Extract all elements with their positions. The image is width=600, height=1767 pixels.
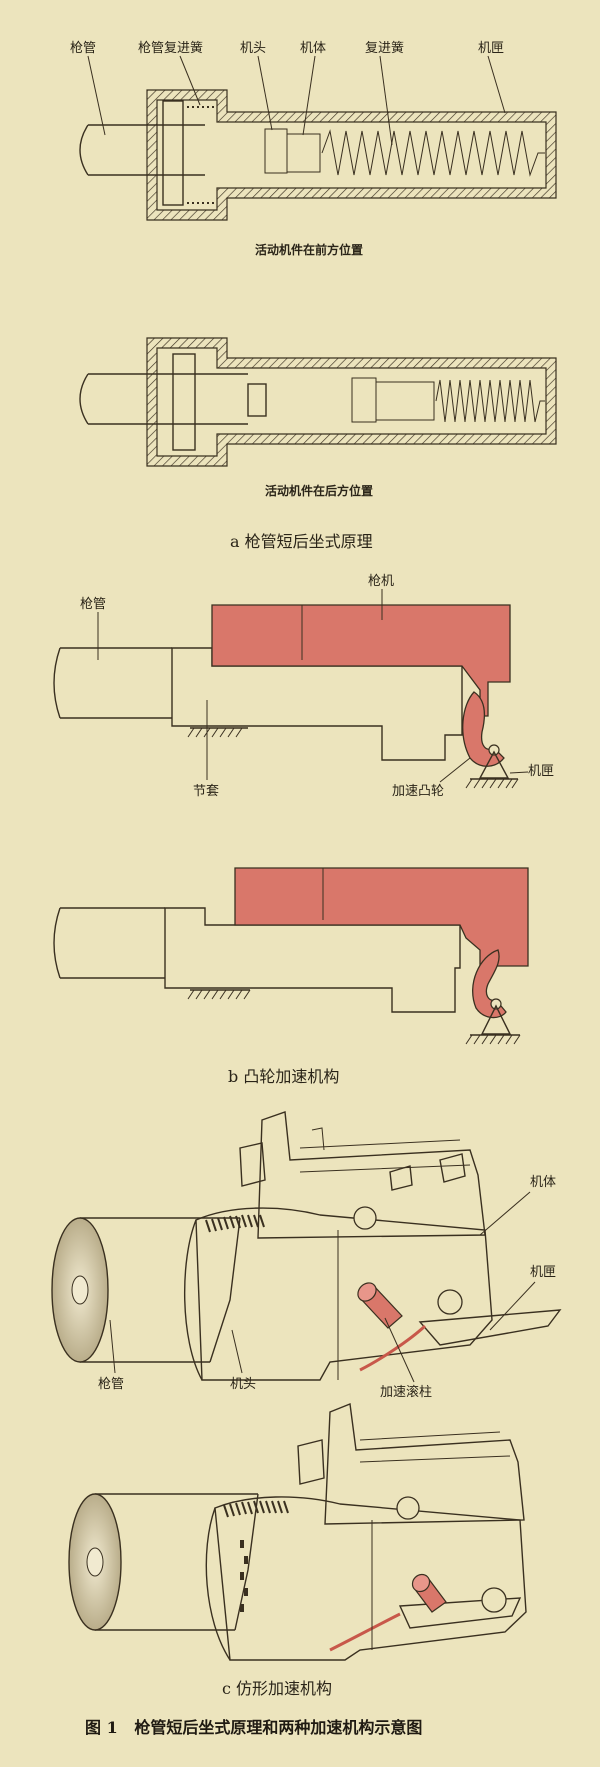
bolt-head-rear: [351, 377, 377, 423]
bolt-frame-blocks: [389, 1153, 466, 1191]
barrel-extension-rear: [172, 353, 196, 451]
pivot-support: [478, 750, 510, 779]
bolt-frame-top-c2: [324, 1403, 525, 1525]
cam-pivot: [488, 744, 500, 756]
receiver-plate-c: [418, 1309, 562, 1346]
barrel-c: [80, 1217, 241, 1363]
panel-c-top: 机体 机匣 枪管 机头 加速滚柱: [51, 1111, 562, 1400]
sleeve-ground-hatch: [187, 727, 243, 738]
recoil-spring-rear: [435, 379, 545, 423]
label-receiver: 机匣: [478, 41, 504, 56]
bolt-body: [286, 133, 321, 173]
receiver-plate-c2: [398, 1597, 522, 1629]
bolt-head: [264, 128, 288, 174]
bolt-frame-lug: [239, 1142, 266, 1187]
panel-a-front: 枪管 枪管复进簧 机头 机体 复进簧 机匣 活动机件在前方位置: [70, 40, 557, 257]
caption-rear-position: 活动机件在后方位置: [265, 483, 373, 498]
bolt-body-c: [195, 1207, 493, 1381]
label-bolt-head-c: 机头: [230, 1377, 256, 1392]
accelerating-cam: [462, 691, 505, 767]
label-roller-c: 加速滚柱: [380, 1384, 432, 1400]
leader-barrel: [87, 55, 106, 136]
leader-recoil-spring: [379, 55, 393, 146]
bolt-frame-top: [257, 1111, 486, 1239]
barrel-b: [53, 647, 172, 719]
accelerating-roller-c: [357, 1282, 403, 1329]
barrel: [79, 124, 205, 176]
leader-bolt-head: [257, 55, 273, 131]
bolt-head-c2: [205, 1507, 231, 1661]
support-ground-hatch: [465, 778, 519, 789]
receiver-casing-rear: [146, 337, 557, 467]
leader-barrel-c: [109, 1319, 116, 1374]
bolt-frame-lug-c2: [297, 1439, 325, 1485]
bolt-head-c: [183, 1219, 203, 1381]
accelerating-roller-c2: [411, 1573, 447, 1613]
label-bolt-b: 枪机: [368, 573, 394, 589]
subtitle-a: a 枪管短后坐式原理: [230, 532, 373, 551]
label-bolt-head: 机头: [240, 41, 266, 56]
receiver-profile-c2: [329, 1612, 401, 1652]
leader-receiver: [487, 55, 506, 114]
panel-b-bottom: [53, 867, 529, 1045]
bolt-threads-c2: [223, 1500, 289, 1518]
label-sleeve: 节套: [193, 783, 219, 799]
bolt-body-c2: [214, 1496, 527, 1661]
support-ground-hatch-b2: [465, 1034, 521, 1045]
leader-roller-c: [384, 1317, 415, 1383]
bolt-body-rear: [375, 381, 435, 421]
receiver-casing: [146, 89, 557, 221]
label-bolt-body-c: 机体: [530, 1175, 556, 1190]
leader-bolt-body: [302, 55, 316, 136]
barrel-b2: [53, 907, 165, 979]
recoil-spring: [321, 129, 545, 177]
roller-right-c: [437, 1289, 463, 1315]
barrel-sleeve-b2: [164, 907, 461, 1013]
leader-receiver-c: [489, 1281, 536, 1331]
label-barrel-spring: 枪管复进簧: [138, 40, 203, 56]
subtitle-b: b 凸轮加速机构: [228, 1067, 339, 1086]
label-cam: 加速凸轮: [392, 784, 444, 799]
label-barrel: 枪管: [70, 40, 96, 56]
panel-a-rear: 活动机件在后方位置: [79, 337, 557, 498]
bolt-frame-rails: [299, 1127, 471, 1173]
panel-c-bottom: [68, 1403, 527, 1661]
leader-bolt-body-c: [479, 1191, 531, 1236]
barrel-bore-c2: [86, 1547, 104, 1577]
bolt-red: [211, 604, 511, 717]
leader-receiver-b: [509, 771, 529, 774]
label-receiver-c: 机匣: [530, 1265, 556, 1280]
bolt-slots-c2: [240, 1540, 248, 1612]
leader-barrel-spring: [179, 55, 201, 106]
label-barrel-c: 枪管: [98, 1376, 124, 1392]
barrel-rear: [79, 373, 248, 425]
barrel-extension: [162, 100, 184, 206]
bolt-frame-rails-c2: [359, 1431, 511, 1463]
pivot-support-b2: [480, 1004, 512, 1035]
label-barrel-b: 枪管: [80, 596, 106, 612]
barrel-bore-c: [71, 1275, 89, 1305]
sleeve-ground-hatch-b2: [187, 989, 251, 1000]
roller-right-c2: [481, 1587, 507, 1613]
bolt-threads-c: [205, 1214, 265, 1233]
receiver-profile-c: [359, 1324, 427, 1372]
label-recoil-spring: 复进簧: [365, 40, 404, 56]
barrel-c2: [95, 1493, 259, 1631]
leader-cam: [439, 757, 471, 783]
barrel-stub-rear: [247, 383, 267, 417]
figure-caption: 图 1 枪管短后坐式原理和两种加速机构示意图: [85, 1718, 422, 1737]
caption-front-position: 活动机件在前方位置: [255, 242, 363, 257]
cam-pivot-b2: [490, 998, 502, 1010]
label-receiver-b: 机匣: [528, 764, 554, 779]
roller-top-c: [353, 1206, 377, 1230]
leader-bolt-head-c: [231, 1329, 243, 1374]
subtitle-c: c 仿形加速机构: [222, 1679, 332, 1698]
label-bolt-body: 机体: [300, 41, 326, 56]
accelerating-cam-b2: [472, 949, 507, 1019]
roller-top-c2: [396, 1496, 420, 1520]
panel-b-top: 枪管 枪机 节套 加速凸轮 机匣: [53, 573, 554, 799]
